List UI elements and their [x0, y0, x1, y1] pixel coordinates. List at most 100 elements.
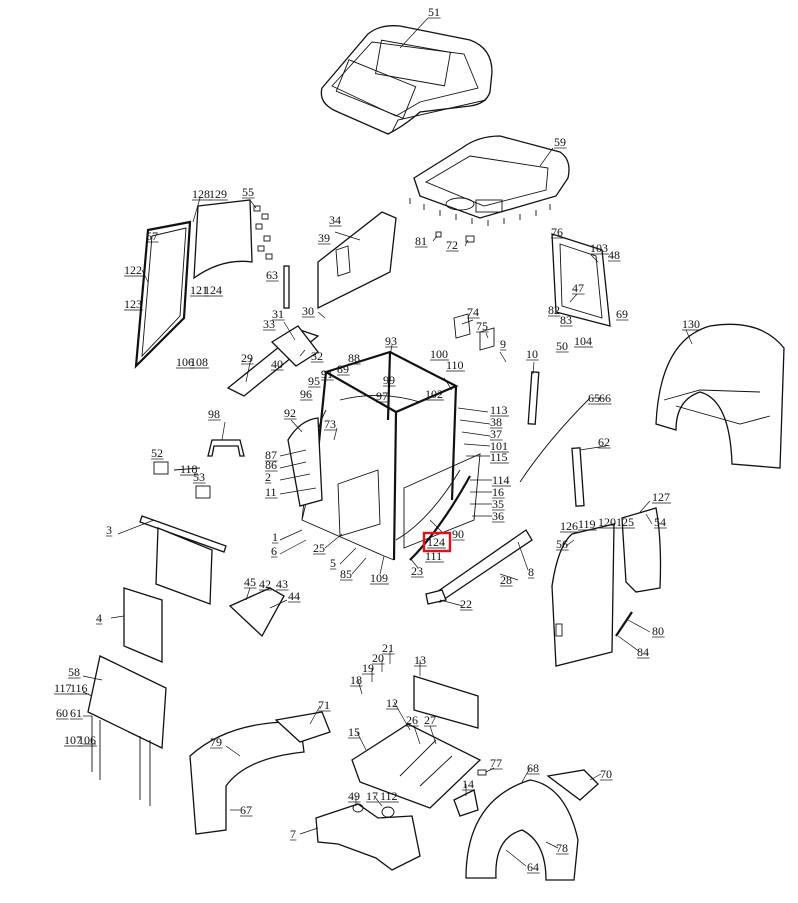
part-label-111: 111 — [425, 549, 442, 563]
part-label-88: 88 — [348, 351, 360, 365]
part-label-128: 128 — [192, 187, 210, 201]
part-label-84: 84 — [637, 645, 649, 659]
part-label-28: 28 — [500, 573, 512, 587]
part-label-52: 52 — [151, 446, 163, 460]
part-label-43: 43 — [276, 577, 288, 591]
part-label-117: 117 — [54, 681, 72, 695]
part-label-23: 23 — [411, 564, 423, 578]
part-label-124: 124 — [204, 283, 222, 297]
part-bracket-group — [228, 587, 285, 638]
part-label-93: 93 — [385, 334, 397, 348]
part-label-50: 50 — [556, 339, 568, 353]
part-front-windshield — [134, 220, 192, 369]
part-label-25: 25 — [313, 541, 325, 555]
part-label-56: 56 — [556, 537, 568, 551]
part-label-38: 38 — [490, 415, 502, 429]
part-label-123: 123 — [124, 297, 142, 311]
part-label-126: 126 — [560, 519, 578, 533]
part-rear-fender-lower — [465, 779, 579, 881]
part-label-89: 89 — [337, 362, 349, 376]
part-label-26: 26 — [406, 713, 418, 727]
part-label-65: 65 — [588, 391, 600, 405]
part-label-66: 66 — [599, 391, 611, 405]
part-label-75: 75 — [476, 319, 488, 333]
part-label-124: 124 — [427, 535, 445, 549]
label-underlines — [54, 17, 701, 874]
part-label-45: 45 — [244, 575, 256, 589]
part-lower-windshield — [87, 655, 167, 806]
part-label-39: 39 — [318, 231, 330, 245]
part-label-34: 34 — [329, 213, 341, 227]
part-label-92: 92 — [284, 406, 296, 420]
part-label-85: 85 — [340, 567, 352, 581]
part-label-108: 108 — [190, 355, 208, 369]
part-label-57: 57 — [146, 229, 158, 243]
part-label-129: 129 — [209, 187, 227, 201]
part-front-fender — [189, 711, 331, 835]
part-label-101: 101 — [490, 439, 508, 453]
part-handle-98 — [207, 439, 245, 457]
part-side-trim-panel — [317, 211, 397, 310]
part-label-48: 48 — [608, 248, 620, 262]
part-label-13: 13 — [414, 653, 426, 667]
part-label-90: 90 — [452, 527, 464, 541]
part-label-2: 2 — [265, 470, 271, 484]
part-bracket-63 — [283, 265, 290, 309]
part-label-4: 4 — [96, 611, 102, 625]
part-label-54: 54 — [654, 515, 666, 529]
part-label-110: 110 — [446, 358, 464, 372]
part-label-118: 118 — [180, 462, 198, 476]
part-label-106: 106 — [176, 355, 194, 369]
part-label-113: 113 — [490, 403, 508, 417]
part-label-96: 96 — [300, 387, 312, 401]
part-bracket-70 — [546, 769, 599, 801]
part-label-106: 106 — [78, 733, 96, 747]
part-label-122: 122 — [124, 263, 142, 277]
part-label-87: 87 — [265, 448, 277, 462]
part-label-103: 103 — [590, 241, 608, 255]
part-label-67: 67 — [240, 803, 252, 817]
part-plate-13 — [413, 675, 479, 729]
part-label-5: 5 — [330, 556, 336, 570]
part-label-21: 21 — [382, 641, 394, 655]
part-label-49: 49 — [348, 789, 360, 803]
part-label-115: 115 — [490, 450, 508, 464]
part-label-70: 70 — [600, 767, 612, 781]
part-label-71: 71 — [318, 698, 330, 712]
part-post-62 — [571, 447, 585, 507]
part-label-27: 27 — [424, 713, 436, 727]
part-label-6: 6 — [271, 544, 277, 558]
part-label-86: 86 — [265, 458, 277, 472]
part-small-brackets — [153, 461, 211, 499]
part-rear-bar — [139, 515, 227, 605]
part-rear-glass — [193, 199, 253, 280]
part-label-3: 3 — [106, 523, 112, 537]
part-roof-cover — [320, 25, 493, 135]
part-floor-plate — [351, 723, 482, 809]
part-label-59: 59 — [554, 135, 566, 149]
part-fasteners-81-72 — [435, 231, 475, 243]
highlight-box — [422, 531, 452, 553]
part-label-60: 60 — [56, 706, 68, 720]
part-label-121: 121 — [190, 283, 208, 297]
part-door-panel — [621, 507, 662, 593]
part-label-16: 16 — [492, 485, 504, 499]
part-label-69: 69 — [616, 307, 628, 321]
part-label-55: 55 — [242, 185, 254, 199]
part-label-7: 7 — [290, 827, 296, 841]
part-label-83: 83 — [560, 313, 572, 327]
part-label-109: 109 — [370, 571, 388, 585]
part-rear-panel-frame — [551, 233, 611, 327]
part-floor-mat — [315, 803, 421, 871]
part-14 — [453, 789, 479, 817]
part-label-44: 44 — [288, 589, 300, 603]
part-label-73: 73 — [324, 417, 336, 431]
part-label-125: 125 — [616, 515, 634, 529]
part-label-91: 91 — [321, 367, 333, 381]
part-hinges — [253, 205, 273, 260]
part-side-post-10 — [527, 371, 540, 425]
part-label-9: 9 — [500, 337, 506, 351]
leader-lines — [82, 17, 693, 867]
part-label-99: 99 — [383, 373, 395, 387]
part-label-116: 116 — [70, 681, 88, 695]
